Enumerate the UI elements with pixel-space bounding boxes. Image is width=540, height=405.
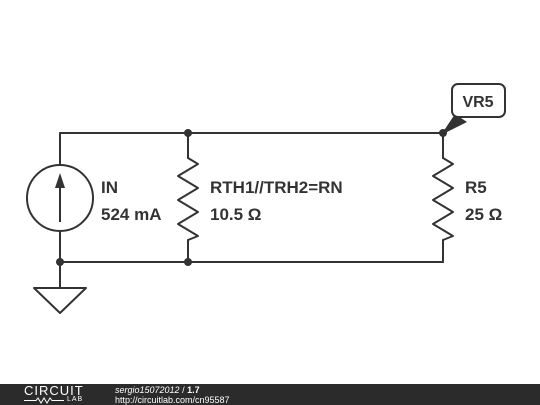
source-value: 524 mA xyxy=(101,205,161,224)
circuit-schematic: VR5 IN 524 mA RTH1//TRH2=RN 10.5 Ω R5 25… xyxy=(26,83,506,314)
r5-name: R5 xyxy=(465,178,487,197)
rn-resistor-zigzag xyxy=(177,157,199,241)
junction-dot xyxy=(56,258,64,266)
logo-text-top: CIRCUIT xyxy=(24,383,84,398)
meta-separator: / xyxy=(179,385,188,395)
circuit-url[interactable]: http://circuitlab.com/cn95587 xyxy=(115,395,230,405)
probe-box xyxy=(451,83,506,118)
author-name[interactable]: sergio15072012 xyxy=(115,385,180,395)
rn-value: 10.5 Ω xyxy=(210,205,261,224)
source-name: IN xyxy=(101,178,118,197)
probe-label: VR5 xyxy=(462,94,493,111)
current-source-icon xyxy=(26,164,94,232)
rn-name: RTH1//TRH2=RN xyxy=(210,178,343,197)
author-line: sergio15072012 / 1.7 xyxy=(115,385,230,395)
resistor-logo-icon xyxy=(24,397,64,404)
circuit-meta: sergio15072012 / 1.7 http://circuitlab.c… xyxy=(115,385,230,405)
logo-text-bottom: LAB xyxy=(67,396,84,403)
junction-dot xyxy=(184,129,192,137)
voltage-probe[interactable]: VR5 xyxy=(441,83,506,135)
ground-icon xyxy=(33,287,87,314)
footer-bar: CIRCUIT LAB sergio15072012 / 1.7 http://… xyxy=(0,384,540,405)
junction-dot xyxy=(184,258,192,266)
r5-resistor-zigzag xyxy=(432,157,454,241)
r5-value: 25 Ω xyxy=(465,205,502,224)
probe-pointer-icon xyxy=(441,114,467,135)
circuitlab-logo[interactable]: CIRCUIT LAB xyxy=(24,384,96,405)
circuit-version: 1.7 xyxy=(187,385,200,395)
